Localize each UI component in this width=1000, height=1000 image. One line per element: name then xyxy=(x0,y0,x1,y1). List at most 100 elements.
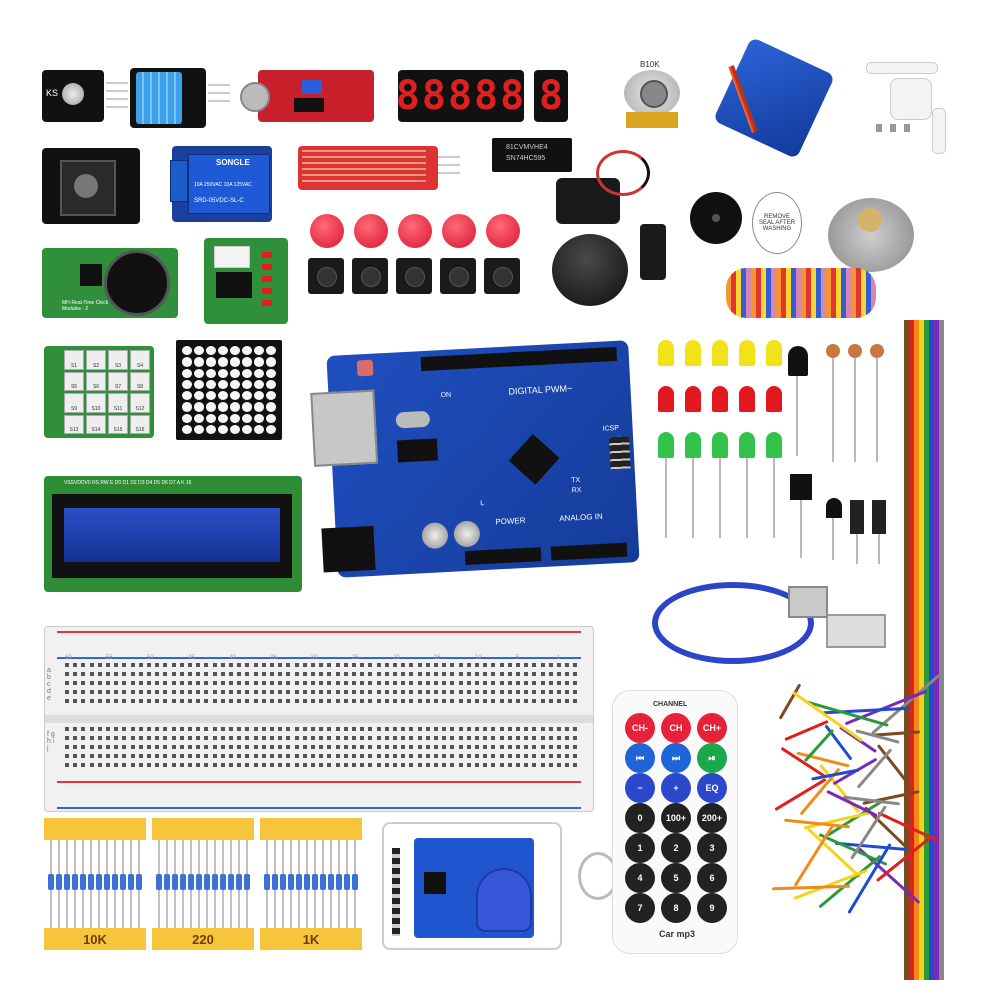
digital-header xyxy=(420,346,618,372)
breadboard-hole xyxy=(483,681,488,685)
breadboard-hole xyxy=(237,672,242,676)
buzzer-seal-label: REMOVE SEAL AFTER WASHING xyxy=(758,214,796,232)
button-cap xyxy=(398,214,432,248)
breadboard-hole xyxy=(557,727,561,731)
breadboard-hole xyxy=(425,672,430,676)
breadboard-hole xyxy=(466,727,471,731)
breadboard-hole xyxy=(81,681,86,685)
relay-block xyxy=(188,154,270,214)
matrix-dot xyxy=(242,424,252,434)
breadboard-hole xyxy=(302,663,307,667)
tactile-switch xyxy=(484,258,520,294)
breadboard-hole xyxy=(188,672,192,676)
breadboard-hole xyxy=(327,745,332,749)
matrix-dot xyxy=(242,346,252,356)
breadboard-hole xyxy=(442,690,447,694)
breadboard-hole xyxy=(376,745,381,749)
breadboard-hole xyxy=(130,763,135,767)
dht11-module xyxy=(130,68,230,128)
remote-button[interactable]: 8 xyxy=(661,893,691,923)
matrix-dot xyxy=(182,391,192,401)
remote-button[interactable]: ⏯ xyxy=(697,743,727,773)
remote-button[interactable]: 2 xyxy=(661,833,691,863)
resistor-body xyxy=(352,874,358,890)
breadboard-hole xyxy=(65,736,69,740)
breadboard-hole xyxy=(220,681,225,685)
remote-button[interactable]: 200+ xyxy=(697,803,727,833)
breadboard-hole xyxy=(368,690,373,694)
breadboard-hole xyxy=(311,727,315,731)
remote-button[interactable]: 1 xyxy=(625,833,655,863)
breadboard-hole xyxy=(212,672,217,676)
breadboard-hole xyxy=(89,663,94,667)
breadboard-hole xyxy=(65,745,69,749)
breadboard-hole xyxy=(434,672,438,676)
breadboard-hole xyxy=(237,727,242,731)
column-number: 25 xyxy=(352,655,359,661)
breadboard-hole xyxy=(327,690,332,694)
remote-button[interactable]: 9 xyxy=(697,893,727,923)
jumper-wire xyxy=(780,746,827,779)
breadboard-hole xyxy=(450,699,455,703)
breadboard-hole xyxy=(253,699,258,703)
breadboard-hole xyxy=(409,736,414,740)
remote-button[interactable]: 7 xyxy=(625,893,655,923)
breadboard-hole xyxy=(122,672,127,676)
remote-button[interactable]: ⏮ xyxy=(625,743,655,773)
breadboard-hole xyxy=(401,690,406,694)
resistor-body xyxy=(228,874,234,890)
remote-button[interactable]: + xyxy=(661,773,691,803)
remote-button[interactable]: CH+ xyxy=(697,713,727,743)
breadboard-hole xyxy=(352,727,356,731)
breadboard-hole xyxy=(466,699,471,703)
resistor xyxy=(272,840,278,928)
remote-button[interactable]: 0 xyxy=(625,803,655,833)
remote-button[interactable]: 5 xyxy=(661,863,691,893)
remote-button[interactable]: 4 xyxy=(625,863,655,893)
breadboard-hole xyxy=(376,663,381,667)
remote-button[interactable]: − xyxy=(625,773,655,803)
breadboard-hole xyxy=(409,745,414,749)
breadboard-hole xyxy=(245,727,250,731)
remote-button[interactable]: 6 xyxy=(697,863,727,893)
resistor-tape-top xyxy=(260,818,362,840)
breadboard-hole xyxy=(352,736,356,740)
breadboard-hole xyxy=(122,754,127,758)
breadboard-hole xyxy=(434,754,438,758)
breadboard-hole xyxy=(319,736,324,740)
keypad-key: S1 xyxy=(64,350,84,370)
breadboard-hole xyxy=(196,754,201,758)
breadboard-hole xyxy=(507,763,512,767)
breadboard-hole xyxy=(81,690,86,694)
breadboard-hole xyxy=(294,745,299,749)
breadboard-hole xyxy=(565,690,570,694)
photoresistor xyxy=(870,344,884,358)
resistor-body xyxy=(244,874,250,890)
ribbon-wire xyxy=(924,320,929,980)
resistor xyxy=(72,840,78,928)
remote-button[interactable]: CH xyxy=(661,713,691,743)
breadboard-hole xyxy=(491,663,496,667)
breadboard-hole xyxy=(458,672,463,676)
breadboard-hole xyxy=(565,672,570,676)
breadboard-hole xyxy=(171,763,176,767)
breadboard-hole xyxy=(163,736,168,740)
resistor xyxy=(48,840,54,928)
breadboard-hole xyxy=(188,727,192,731)
ir-leg xyxy=(796,376,798,456)
lcd-screen xyxy=(64,508,280,562)
remote-button[interactable]: 100+ xyxy=(661,803,691,833)
remote-button[interactable]: ⏭ xyxy=(661,743,691,773)
breadboard-holes-top xyxy=(65,663,581,709)
breadboard-hole xyxy=(97,745,102,749)
remote-button[interactable]: EQ xyxy=(697,773,727,803)
breadboard-hole xyxy=(229,745,233,749)
power-header xyxy=(464,547,542,566)
breadboard-hole xyxy=(573,736,578,740)
breadboard-hole xyxy=(319,745,324,749)
stepper-wires xyxy=(726,268,876,318)
remote-button[interactable]: 3 xyxy=(697,833,727,863)
matrix-dot xyxy=(266,357,276,367)
remote-button[interactable]: CH- xyxy=(625,713,655,743)
breadboard-hole xyxy=(352,763,356,767)
